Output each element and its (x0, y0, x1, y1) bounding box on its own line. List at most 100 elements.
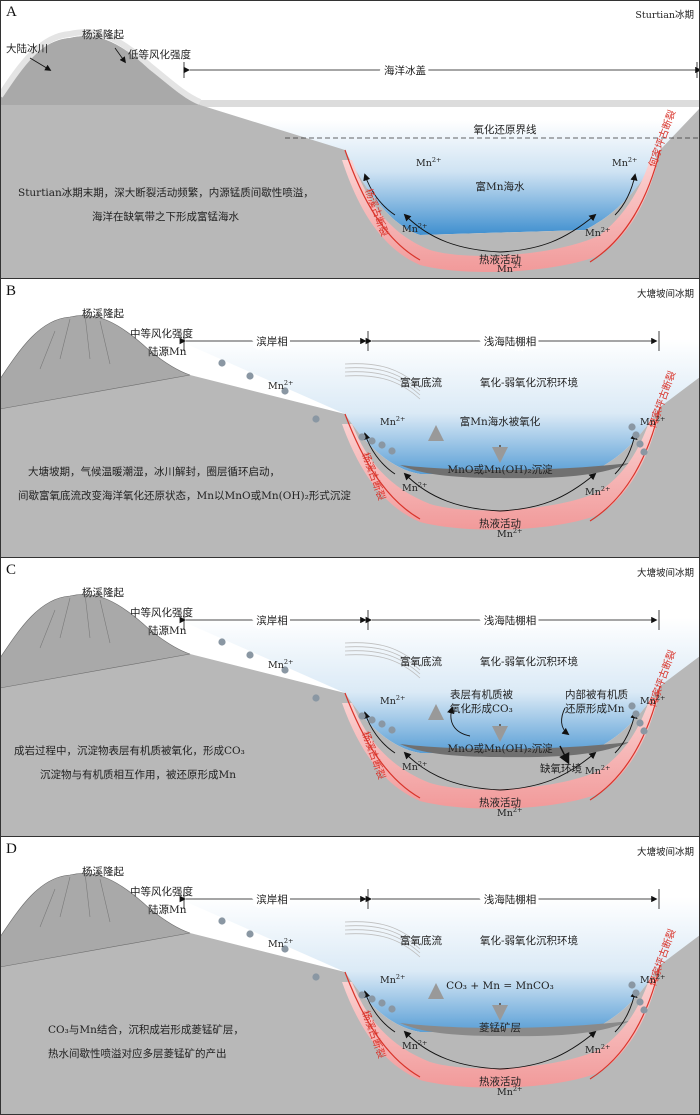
mn-nodule (281, 387, 289, 395)
mn-ion: Mn2+ (268, 379, 293, 392)
redox-label: 氧化还原界线 (474, 123, 537, 136)
mn-nodule (388, 447, 396, 455)
description-line: Sturtian冰期末期，深大断裂活动频繁，内源锰质间歇性喷溢， (18, 186, 314, 199)
mn-ion: Mn2+ (380, 415, 405, 428)
description-line: CO₃与Mn结合，沉积成岩形成菱锰矿层， (48, 1023, 244, 1036)
description-line: 海洋在缺氧带之下形成富锰海水 (92, 210, 239, 223)
oxygen-current-line (344, 363, 421, 388)
mn-ion: Mn2+ (402, 481, 427, 494)
hydro-label: 热液活动 (479, 796, 521, 809)
period-label: 大塘坡间冰期 (637, 846, 694, 858)
oxygen-current-label: 富氧底流 (400, 934, 442, 947)
mn-ion: Mn2+ (380, 973, 405, 986)
fault-right (589, 685, 661, 801)
fault-right (589, 964, 661, 1080)
anoxic-arrow (559, 745, 570, 765)
mn-ion: Mn2+ (640, 973, 665, 986)
mn-ion: Mn2+ (585, 764, 610, 777)
mn-ion: Mn2+ (268, 937, 293, 950)
terrigenous-mn-label: 陆源Mn (148, 345, 187, 358)
oxygen-current-line (344, 929, 421, 954)
oxygen-current-label: 富氧底流 (400, 655, 442, 668)
mn-ion: Mn2+ (402, 222, 427, 235)
inner-organic-label: 内部被有机质 (565, 688, 628, 701)
environment-label: 氧化-弱氧化沉积环境 (480, 655, 578, 668)
weathering-label: 中等风化强度 (130, 327, 193, 340)
sediment-label: MnO或Mn(OH)₂沉淀 (447, 463, 553, 476)
littoral-facies-label: 滨岸相 (256, 614, 288, 627)
weathering-label: 中等风化强度 (130, 606, 193, 619)
mn-nodule (312, 415, 320, 423)
flow-arrow (499, 751, 597, 791)
oxygen-current-line (344, 921, 421, 946)
hydrothermal-band (342, 698, 658, 809)
mn-nodule (358, 433, 366, 441)
seawater (175, 339, 700, 474)
mn-ion: Mn2+ (268, 658, 293, 671)
glacier-pointer (29, 57, 52, 71)
panel-a: A Sturtian冰期 杨溪隆起 大陆冰川 低等风化强度 海洋冰盖 氧化还原界… (0, 0, 700, 278)
mn-nodule (636, 440, 644, 448)
flow-arrow (403, 751, 501, 791)
yangxi-uplift-mountain (0, 594, 191, 689)
mn-nodule (368, 995, 376, 1003)
hydro-label: 热液活动 (479, 1075, 521, 1088)
shelf-facies-label: 浅海陆棚相 (484, 893, 537, 906)
rhodochrosite-label: 菱锰矿层 (479, 1021, 521, 1034)
littoral-facies-label: 滨岸相 (256, 335, 288, 348)
mn-nodule (632, 431, 640, 439)
oxidation-arrow (447, 706, 471, 737)
hydrothermal-band (342, 160, 658, 273)
mn-nodule (246, 651, 254, 659)
water-label: 富Mn海水 (475, 180, 525, 193)
fault-left (344, 971, 421, 1078)
water-oxidised-label: 富Mn海水被氧化 (460, 415, 541, 428)
mn-nodule (640, 1006, 648, 1014)
mn-ion: Mn2+ (416, 156, 441, 169)
inner-organic-label: 还原形成Mn (565, 703, 625, 715)
description-line: 间歇富氧底流改变海洋氧化还原状态，Mn以MnO或Mn(OH)₂形式沉淀 (18, 489, 351, 502)
fault-right (589, 406, 661, 522)
mn-ion: Mn2+ (497, 806, 522, 819)
littoral-facies-label: 滨岸相 (256, 893, 288, 906)
mountain-ridge-lines (39, 593, 111, 649)
mn-ion: Mn2+ (585, 485, 610, 498)
surface-organic-label: 氧化形成CO₃ (450, 702, 513, 715)
flow-arrow (499, 213, 597, 253)
mn-ion: Mn2+ (497, 262, 522, 275)
flow-arrow (403, 472, 501, 512)
weathering-pointer (114, 47, 126, 64)
mn-ion-labels: Mn2+ Mn2+ Mn2+ Mn2+ Mn2+ (402, 156, 637, 275)
panel-letter: C (6, 562, 16, 578)
oxygen-current-line (344, 367, 421, 392)
mn-nodule (358, 712, 366, 720)
sediment-layer (400, 463, 630, 479)
mn-nodule (636, 719, 644, 727)
seawater (175, 897, 700, 1032)
flow-arrow (403, 1030, 501, 1070)
continental-glacier (0, 29, 202, 105)
ocean-ice-label: 海洋冰盖 (384, 64, 426, 77)
environment-label: 氧化-弱氧化沉积环境 (480, 376, 578, 389)
terrigenous-mn-label: 陆源Mn (148, 903, 187, 916)
reaction-label: CO₃ + Mn = MnCO₃ (446, 980, 554, 992)
yangxi-uplift-mountain (0, 315, 191, 410)
mn-nodule (218, 359, 226, 367)
mn-nodule (628, 423, 636, 431)
oxygen-current-line (344, 642, 421, 667)
reduction-arrow (561, 707, 570, 736)
description-line: 大塘坡期，气候温暖潮湿，冰川解封，圈层循环启动， (28, 465, 280, 478)
mn-nodule (378, 999, 386, 1007)
mn-nodule (632, 710, 640, 718)
mn-nodule (312, 694, 320, 702)
mn-nodule (640, 448, 648, 456)
terrigenous-mn-label: 陆源Mn (148, 624, 187, 637)
oxygen-current-line (344, 933, 421, 958)
oxygen-current-label: 富氧底流 (400, 376, 442, 389)
ice-cap (190, 100, 700, 107)
mn-nodule (378, 720, 386, 728)
mn-nodule (246, 372, 254, 380)
hydro-label: 热液活动 (479, 517, 521, 530)
